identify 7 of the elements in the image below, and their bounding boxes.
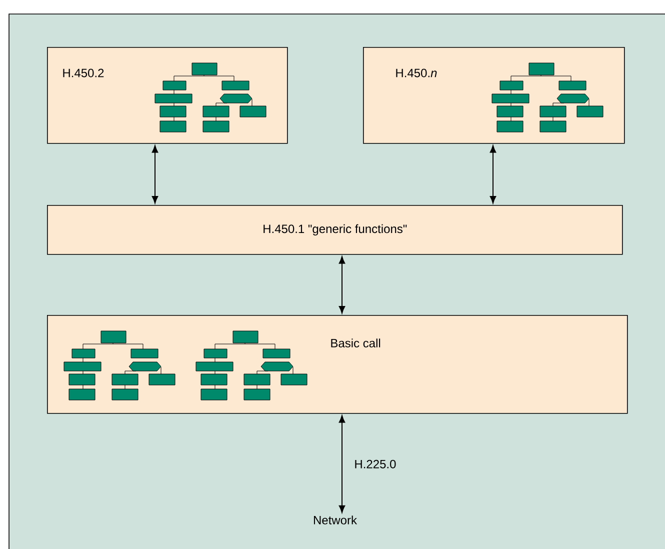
- arrow: [338, 415, 346, 513]
- process-box: H.450.1 "generic functions": [47, 205, 623, 255]
- arrow: [338, 256, 346, 314]
- text-label: Network: [314, 516, 358, 524]
- edge-label: H.225.0: [355, 460, 396, 468]
- arrow: [490, 145, 496, 204]
- arrow: [152, 145, 158, 204]
